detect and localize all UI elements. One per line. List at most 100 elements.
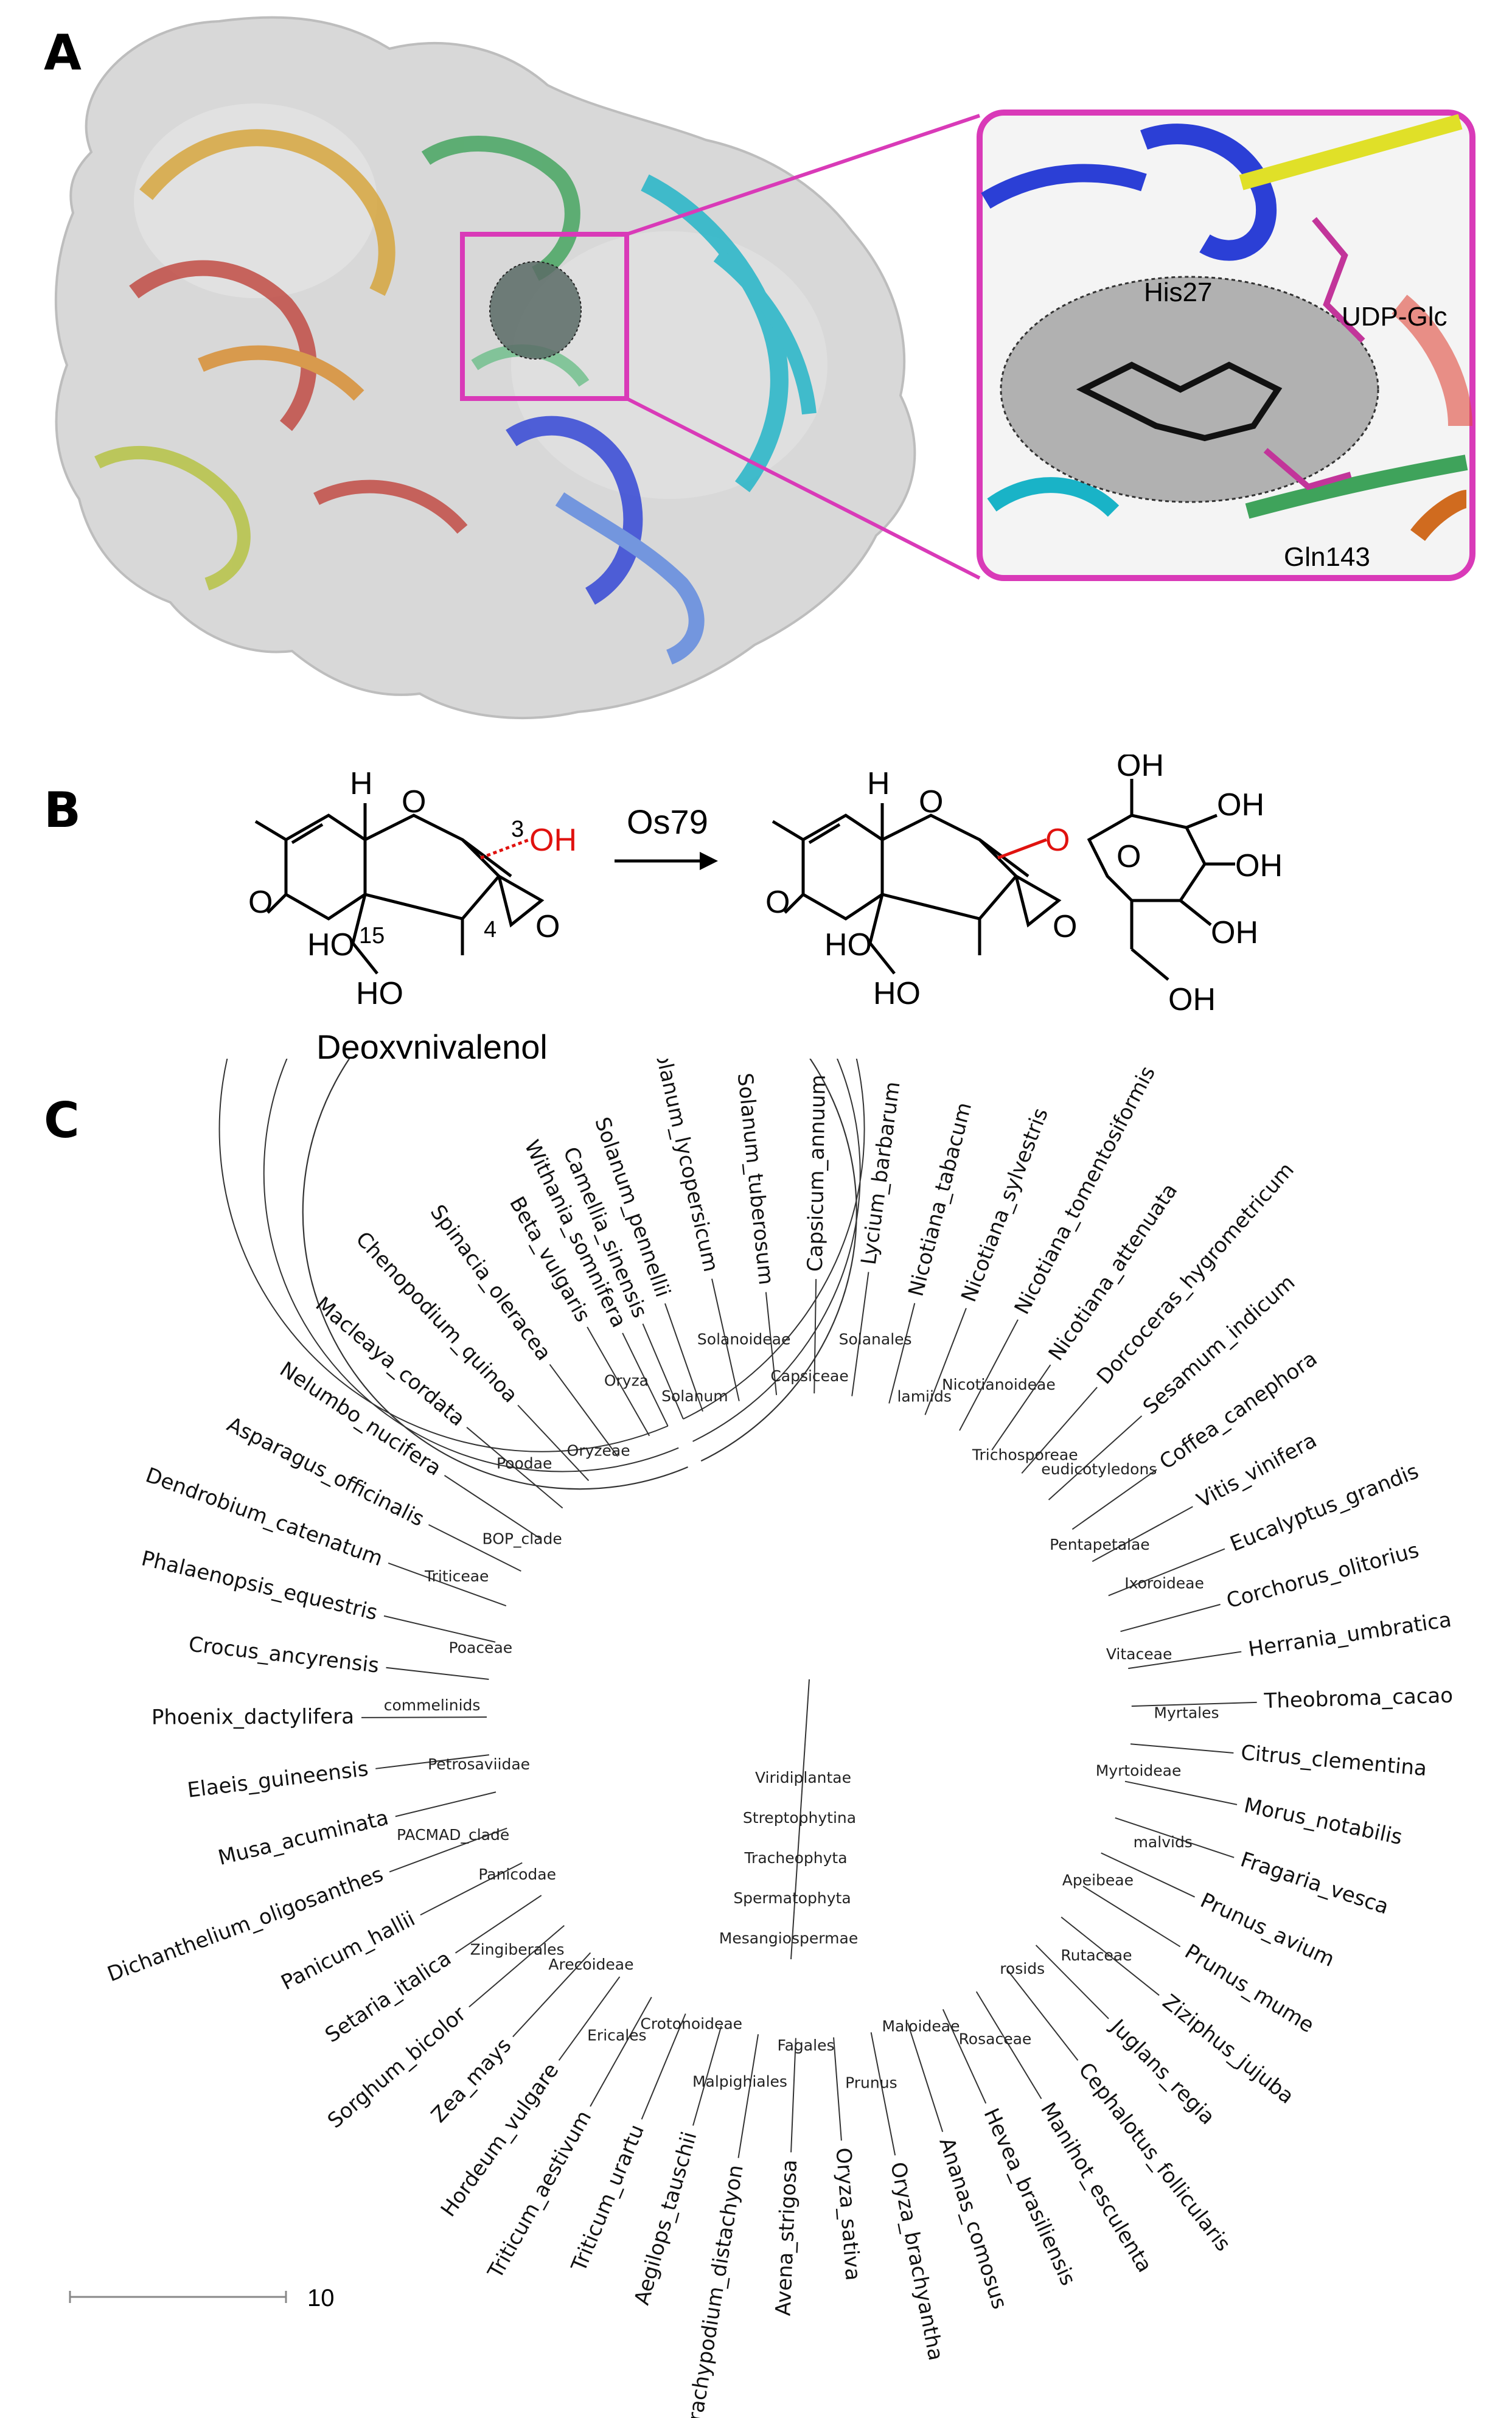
tree-clade-label: Maloideae <box>882 2017 960 2035</box>
tree-clade-label: Rutaceae <box>1061 1946 1132 1964</box>
protein-structure-figure: His27 UDP-Glc Gln143 <box>54 16 1475 719</box>
tree-clade-label: Ericales <box>587 2026 646 2044</box>
product-atom-o-ketone: O <box>765 885 790 920</box>
atom-h: H <box>350 766 373 801</box>
tree-clade-label: Pentapetalae <box>1050 1536 1150 1553</box>
tree-clade-label: Malpighiales <box>692 2072 787 2090</box>
tree-branch <box>428 1524 521 1572</box>
tree-branch <box>549 1364 618 1457</box>
tree-branch <box>641 2013 686 2120</box>
tree-leaf-label: Avena_strigosa <box>771 2159 802 2316</box>
alpha-helix <box>506 416 643 605</box>
tree-branch <box>813 1279 817 1394</box>
residue-label-his27: His27 <box>1144 277 1213 307</box>
panel-label-c: C <box>44 1092 80 1149</box>
inset-strand <box>1239 114 1463 190</box>
tree-branch <box>664 1303 703 1412</box>
tree-leaf-label: Theobroma_cacao <box>1263 1684 1454 1713</box>
tree-leaf-label: Nicotiana_tabacum <box>904 1100 977 1299</box>
glucoside-structure <box>772 779 1235 981</box>
tree-branch <box>765 1292 778 1395</box>
deoxynivalenol-structure <box>254 803 545 975</box>
tree-branch <box>1092 1506 1193 1563</box>
tree-branch <box>1108 1548 1225 1597</box>
tree-branches <box>218 1059 1257 2158</box>
product-atom-ho-c15: HO <box>873 976 921 1011</box>
glucose-oh-ch2: OH <box>1168 982 1216 1017</box>
tree-clade-label: Crotonoideae <box>640 2015 742 2033</box>
tree-branch <box>851 1272 869 1396</box>
tree-clade-label: Tracheophyta <box>744 1849 847 1867</box>
tree-branch <box>455 1895 542 1954</box>
tree-leaf-label: Dichanthelium_oligosanthes <box>104 1862 386 1987</box>
tree-branch <box>1061 1916 1160 1996</box>
tree-branch <box>558 1976 621 2061</box>
glucose-ring-o: O <box>1117 839 1141 874</box>
inset-strand <box>1410 490 1468 542</box>
tree-clade-label: Ixoroideae <box>1124 1575 1204 1592</box>
tree-leaf-label: Nicotiana_tomentosiformis <box>1010 1062 1160 1319</box>
tree-branch <box>991 1364 1051 1451</box>
tree-leaf-label: Solanum_tuberosum <box>733 1072 778 1286</box>
tree-leaf-label: Capsicum_annuum <box>803 1075 831 1272</box>
tree-branch <box>1021 1387 1098 1474</box>
tree-backbone-arc <box>302 1059 857 1490</box>
zoom-box-small <box>460 232 629 401</box>
substrate-name: Deoxynivalenol <box>316 1028 548 1059</box>
tree-branch <box>622 1333 669 1427</box>
inset-strand <box>1245 455 1468 519</box>
product-atom-o-ring: O <box>919 784 943 820</box>
tree-branch <box>833 2037 842 2141</box>
tree-branch <box>907 2023 944 2133</box>
product-atom-o-epoxide: O <box>1053 909 1077 944</box>
secondary-structure <box>94 129 817 665</box>
tree-root-stem <box>790 1679 810 1960</box>
inset-helix <box>981 164 1147 209</box>
tree-branch <box>942 2009 987 2104</box>
tree-branch <box>1082 1886 1181 1948</box>
tree-leaf-label: Herrania_umbratica <box>1247 1608 1453 1662</box>
tree-clade-label: lamiids <box>897 1388 951 1406</box>
product-atom-o-glycosidic: O <box>1045 823 1070 858</box>
atom-o-ring: O <box>402 784 426 820</box>
inset-udp-glc-sticks <box>1312 217 1365 343</box>
tree-branch <box>1131 1701 1257 1707</box>
tree-leaf-label: Crocus_ancyrensis <box>187 1632 380 1678</box>
tree-clade-label: Vitaceae <box>1106 1645 1172 1663</box>
tree-branch <box>383 1615 496 1643</box>
glucose-oh-6: OH <box>1211 915 1258 950</box>
beta-strand <box>129 260 317 431</box>
scale-bar-label: 10 <box>307 2285 335 2312</box>
tree-branch <box>1130 1743 1234 1754</box>
tree-branch <box>1120 1603 1221 1632</box>
tree-leaf-label: Elaeis_guineensis <box>186 1757 370 1803</box>
tree-clade-label: Streptophytina <box>743 1809 856 1827</box>
tree-clade-label: Poaceae <box>449 1639 513 1656</box>
glucose-ring <box>1087 814 1207 902</box>
panel-label-a: A <box>44 24 82 81</box>
atom-o-ketone: O <box>248 885 273 920</box>
ring-b <box>364 814 501 921</box>
tree-branch <box>870 2032 896 2156</box>
tree-clade-label: Solanales <box>839 1331 912 1348</box>
glucose-oh-3: OH <box>1217 787 1264 823</box>
beta-strand <box>139 129 395 296</box>
tree-branch <box>386 1667 489 1680</box>
ring-a <box>284 814 367 921</box>
tree-leaf-label: Oryza_sativa <box>831 2147 865 2281</box>
tree-branch <box>466 1427 563 1509</box>
glucose-oh-2: OH <box>1117 754 1164 783</box>
tree-branch <box>512 1952 591 2038</box>
tree-clade-label: Nicotianoideae <box>942 1376 1056 1393</box>
tree-branch <box>375 1754 490 1769</box>
tree-leaf-label: Fragaria_vesca <box>1238 1847 1392 1919</box>
tree-leaf-label: Chenopodium_quinoa <box>351 1227 523 1408</box>
tree-branch <box>1035 1945 1109 2019</box>
tree-clade-label: Rosaceae <box>959 2030 1032 2048</box>
inset-strand <box>987 477 1120 517</box>
carbon-4-label: 4 <box>484 917 496 942</box>
tree-clade-label: Oryza <box>604 1372 649 1390</box>
zoom-connector-top <box>626 114 980 236</box>
atom-ho-c15: HO <box>356 976 403 1011</box>
atom-oh-c3: OH <box>529 823 577 858</box>
